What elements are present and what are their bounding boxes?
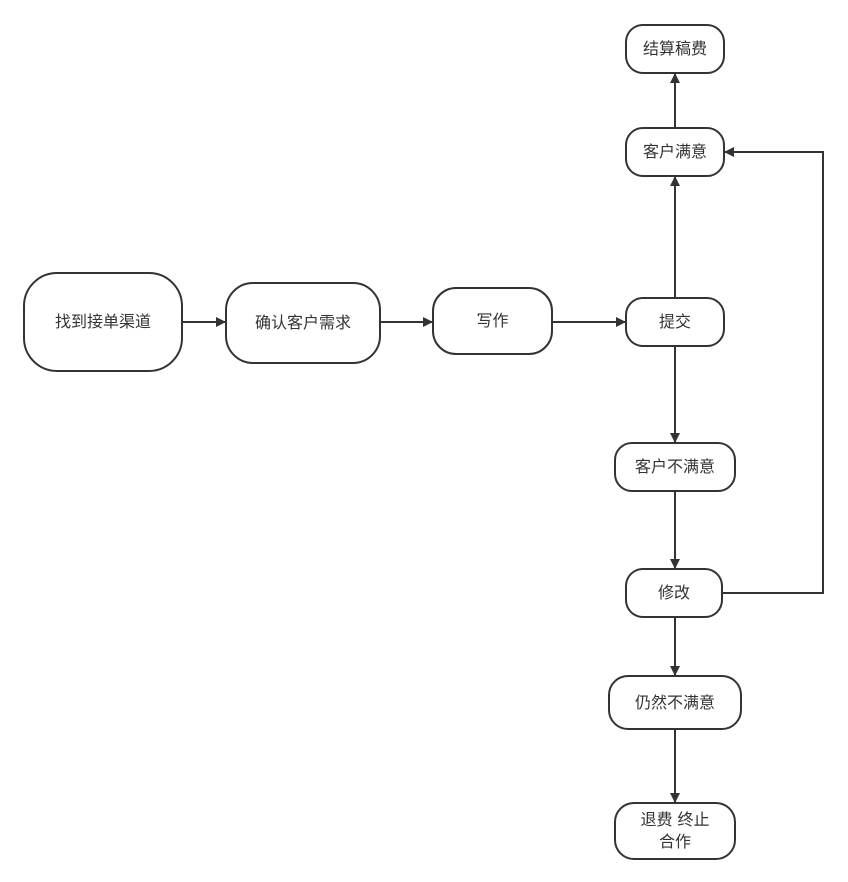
node-submit-label: 提交 (658, 312, 691, 331)
node-revise: 修改 (625, 568, 723, 618)
node-settle-fee-label: 结算稿费 (642, 39, 707, 58)
node-client-unsatisfied-label: 客户不满意 (634, 457, 715, 476)
node-write-label: 写作 (476, 311, 509, 330)
node-still-unsatisfied: 仍然不满意 (608, 675, 742, 730)
node-confirm-requirements-label: 确认客户需求 (254, 313, 351, 332)
node-refund-terminate: 退费 终止 合作 (614, 802, 736, 860)
node-find-channel-label: 找到接单渠道 (54, 312, 151, 331)
node-client-satisfied-label: 客户满意 (642, 142, 707, 161)
node-write: 写作 (432, 287, 553, 355)
node-refund-line2: 合作 (658, 832, 691, 851)
node-still-unsatisfied-label: 仍然不满意 (634, 692, 715, 712)
node-revise-label: 修改 (657, 583, 690, 602)
node-refund-line1: 退费 终止 (640, 810, 710, 829)
node-client-satisfied: 客户满意 (625, 127, 725, 177)
node-submit: 提交 (625, 297, 725, 347)
node-client-unsatisfied: 客户不满意 (614, 442, 736, 492)
node-settle-fee: 结算稿费 (625, 24, 725, 74)
node-find-channel: 找到接单渠道 (23, 272, 183, 372)
node-confirm-requirements: 确认客户需求 (225, 282, 381, 364)
arrow-revise-to-satisfied (723, 147, 824, 594)
